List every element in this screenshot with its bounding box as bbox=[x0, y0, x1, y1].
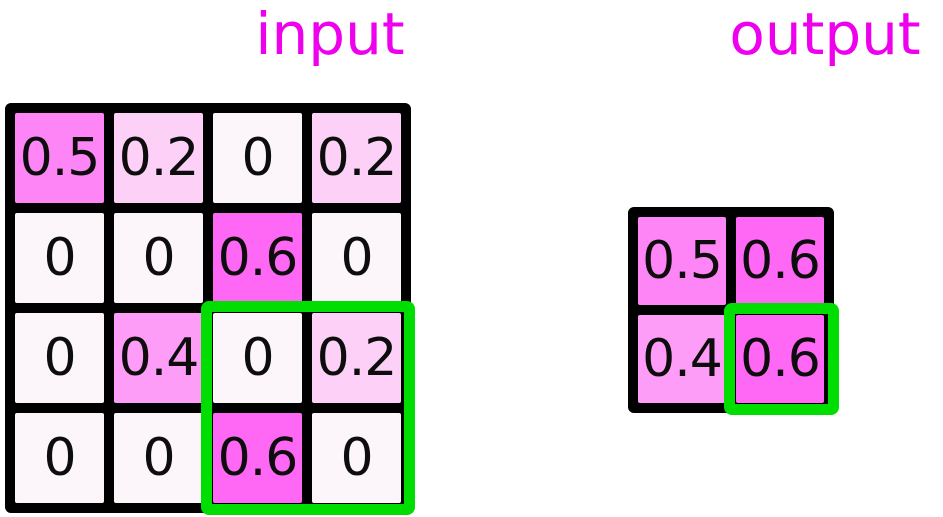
input-cell-r0c1: 0.2 bbox=[114, 113, 203, 203]
input-cell-r0c2: 0 bbox=[213, 113, 302, 203]
input-cell-r2c0: 0 bbox=[15, 313, 104, 403]
input-cell-r3c0: 0 bbox=[15, 413, 104, 503]
output-title: output bbox=[729, 0, 921, 68]
input-cell-r1c2: 0.6 bbox=[213, 213, 302, 303]
input-cell-r1c3: 0 bbox=[312, 213, 401, 303]
input-cell-r0c0: 0.5 bbox=[15, 113, 104, 203]
input-cell-r0c3: 0.2 bbox=[312, 113, 401, 203]
input-cell-r2c3: 0.2 bbox=[312, 313, 401, 403]
input-title: input bbox=[255, 0, 405, 68]
input-cell-r2c2: 0 bbox=[213, 313, 302, 403]
input-cell-r3c2: 0.6 bbox=[213, 413, 302, 503]
input-cell-r3c3: 0 bbox=[312, 413, 401, 503]
input-cell-r1c1: 0 bbox=[114, 213, 203, 303]
output-cell-r0c0: 0.5 bbox=[638, 217, 726, 305]
output-cell-r1c0: 0.4 bbox=[638, 315, 726, 403]
output-cell-r0c1: 0.6 bbox=[736, 217, 824, 305]
input-cell-r3c1: 0 bbox=[114, 413, 203, 503]
input-cell-r1c0: 0 bbox=[15, 213, 104, 303]
output-cell-r1c1: 0.6 bbox=[736, 315, 824, 403]
input-cell-r2c1: 0.4 bbox=[114, 313, 203, 403]
